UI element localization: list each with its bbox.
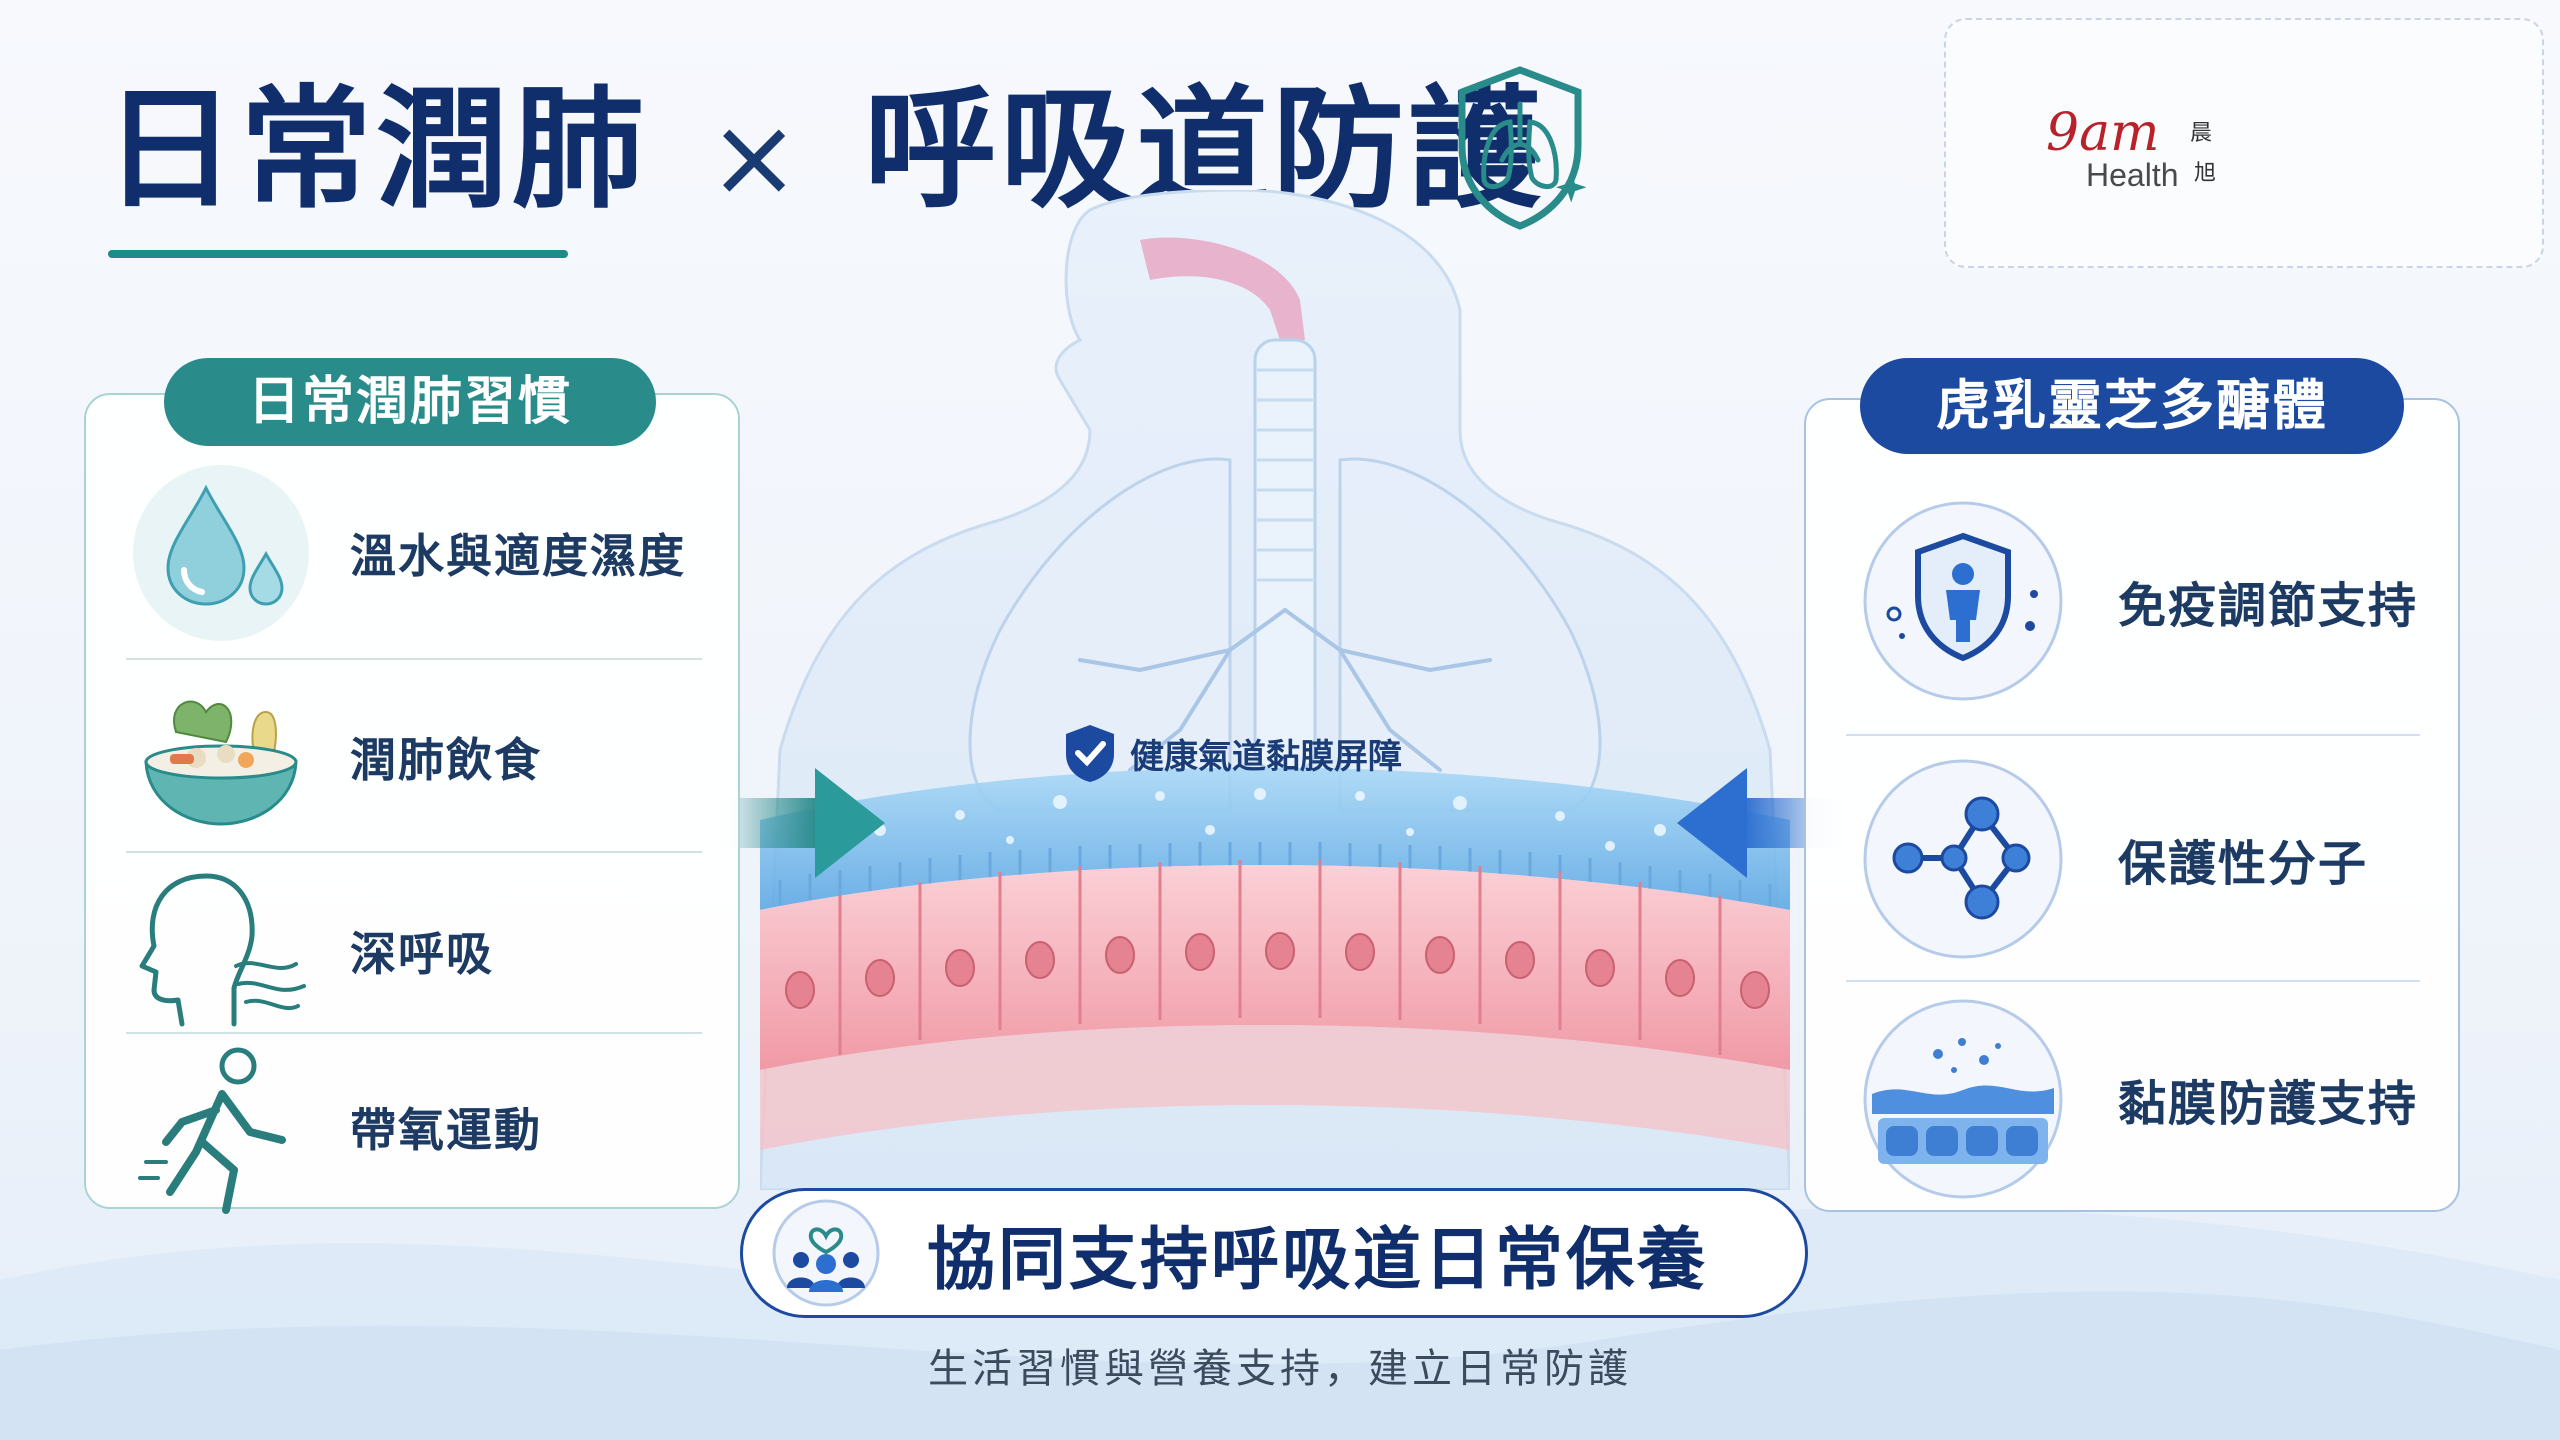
habit-label: 帶氧運動 (350, 1103, 542, 1157)
logo-placeholder-box: 9am Health 晨 旭 (1944, 18, 2544, 268)
brand-logo: 9am Health 晨 旭 (2046, 103, 2216, 193)
title-part1: 日常潤肺 (104, 73, 648, 227)
check-shield-icon (1066, 725, 1114, 782)
divider (126, 658, 702, 660)
arrow-right-icon (720, 768, 885, 878)
divider (126, 851, 702, 853)
benefit-item-mucosa: 黏膜防護支持 (1858, 994, 2418, 1204)
logo-chinese-1: 晨 (2190, 121, 2212, 146)
habit-item-water: 溫水與適度濕度 (126, 458, 702, 648)
habit-item-exercise: 帶氧運動 (126, 1032, 702, 1222)
habit-label: 溫水與適度濕度 (350, 529, 686, 583)
benefit-item-immune: 免疫調節支持 (1858, 496, 2418, 706)
running-person-icon (126, 1032, 316, 1222)
title-underline (108, 250, 568, 258)
benefit-item-molecule: 保護性分子 (1858, 754, 2418, 964)
benefit-label: 免疫調節支持 (2118, 578, 2419, 634)
food-bowl-icon (126, 662, 316, 852)
divider (1846, 734, 2420, 736)
airway-anatomy-illustration (760, 190, 1790, 1190)
habit-label: 潤肺飲食 (350, 733, 542, 787)
lung-shield-icon (1458, 66, 1587, 230)
habit-item-diet: 潤肺飲食 (126, 662, 702, 852)
molecule-icon (1858, 754, 2068, 964)
water-drop-icon (126, 458, 316, 648)
subtitle: 生活習慣與營養支持，建立日常防護 (928, 1346, 1632, 1392)
synergy-text: 協同支持呼吸道日常保養 (927, 1220, 1709, 1300)
mucosa-layer-icon (1858, 994, 2068, 1204)
divider (1846, 980, 2420, 982)
barrier-label-text: 健康氣道黏膜屏障 (1130, 736, 1402, 777)
mucosal-barrier-label: 健康氣道黏膜屏障 (1062, 722, 1402, 784)
page-title: 日常潤肺 × 呼吸道防護 (104, 60, 1544, 247)
habit-item-breathing: 深呼吸 (126, 856, 702, 1046)
polysaccharide-title: 虎乳靈芝多醣體 (1860, 358, 2404, 454)
community-heart-icon (772, 1199, 880, 1307)
times-symbol: × (707, 93, 805, 221)
benefit-label: 黏膜防護支持 (2118, 1076, 2419, 1132)
logo-chinese-2: 旭 (2194, 161, 2216, 186)
habit-label: 深呼吸 (350, 927, 494, 981)
immune-shield-icon (1858, 496, 2068, 706)
daily-habits-title: 日常潤肺習慣 (164, 358, 656, 446)
synergy-banner: 協同支持呼吸道日常保養 (740, 1188, 1808, 1318)
logo-subtext: Health (2086, 157, 2179, 193)
divider (126, 1032, 702, 1034)
breathing-face-icon (126, 856, 316, 1046)
benefit-label: 保護性分子 (2118, 836, 2369, 892)
logo-text: 9am (2046, 103, 2159, 163)
